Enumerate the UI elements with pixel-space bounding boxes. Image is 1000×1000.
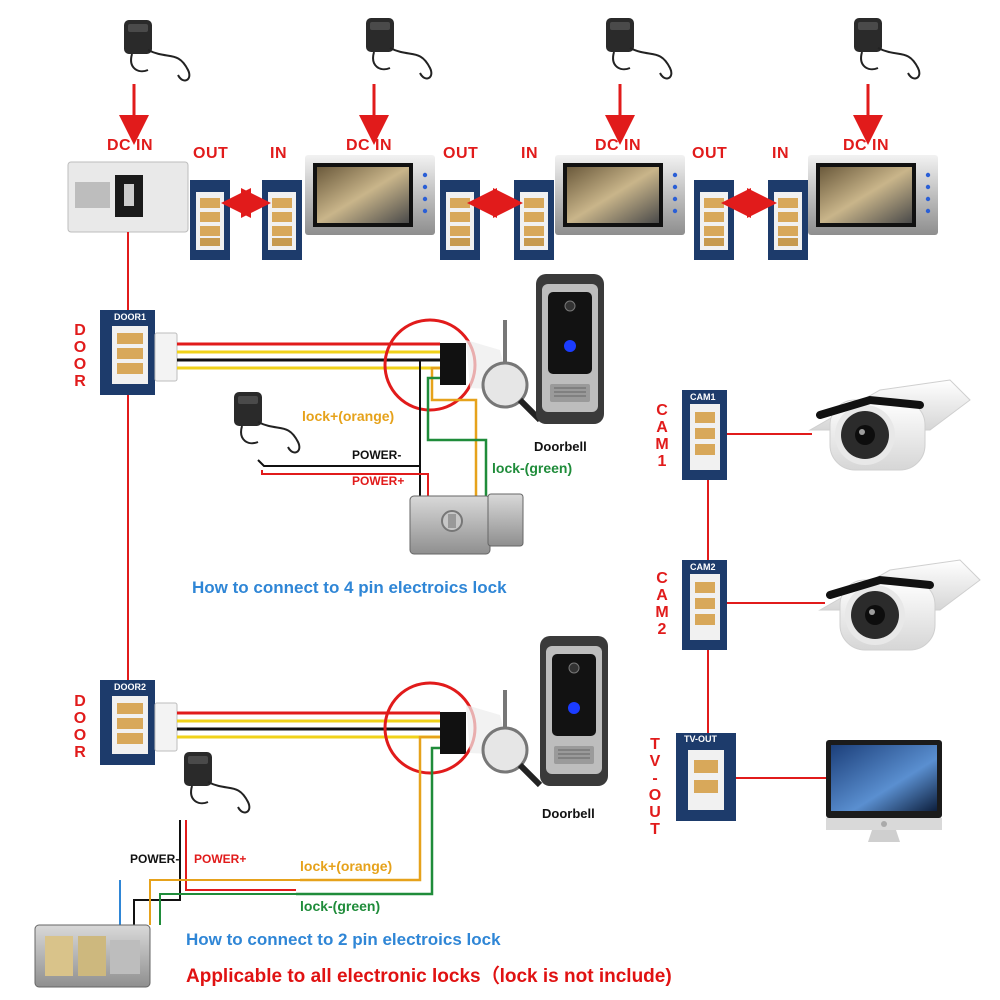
camera-1 (810, 380, 970, 470)
door2-port-label: DOOR2 (114, 682, 147, 692)
monitor-back (67, 161, 189, 233)
doorbell-1 (535, 273, 605, 425)
monitor-3 (555, 155, 685, 235)
out-label-2: OUT (443, 145, 479, 162)
in-label-4: IN (772, 145, 789, 162)
door1-power-minus-label: POWER- (352, 448, 402, 462)
power-adapter-4 (853, 17, 921, 80)
power-adapter-1 (123, 19, 191, 82)
tv-monitor (826, 740, 942, 842)
footer-note: Applicable to all electronic locks（lock … (186, 966, 672, 987)
door2-power-plus-label: POWER+ (194, 852, 247, 866)
monitor-2 (305, 155, 435, 235)
door1-caption: How to connect to 4 pin electroics lock (192, 578, 507, 597)
door2-power-minus-label: POWER- (130, 852, 180, 866)
dc-in-label-3: DC IN (595, 137, 642, 154)
door2-lock-minus-label: lock-(green) (300, 898, 381, 914)
door2-lock-plus-label: lock+(orange) (300, 858, 393, 874)
in-label-2: IN (270, 145, 287, 162)
door1-wire-bundle (177, 342, 466, 385)
door1-power-adapter (233, 391, 301, 454)
cam1-port-label: CAM1 (690, 392, 716, 402)
door1-lock-minus-label: lock-(green) (492, 460, 573, 476)
dc-in-label-1: DC IN (107, 137, 154, 154)
port-out-1 (190, 180, 230, 260)
door1-terminal (100, 310, 178, 395)
doorbell-2-label: Doorbell (542, 806, 595, 821)
dc-in-label-2: DC IN (346, 137, 393, 154)
dc-in-label-4: DC IN (843, 137, 890, 154)
door1-port-label: DOOR1 (114, 312, 147, 322)
out-label-3: OUT (692, 145, 728, 162)
door1-power-plus-label: POWER+ (352, 474, 405, 488)
door2-lock-wires (119, 735, 440, 925)
in-label-3: IN (521, 145, 538, 162)
cam2-terminal (682, 560, 727, 650)
tvout-terminal (676, 733, 736, 821)
door2-wire-bundle (177, 711, 466, 754)
door2-power-adapter (183, 751, 251, 814)
cam2-port-label: CAM2 (690, 562, 716, 572)
power-adapter-3 (605, 17, 673, 80)
camera-2 (820, 560, 980, 650)
doorbell-1-label: Doorbell (534, 439, 587, 454)
port-out-2 (440, 180, 480, 260)
port-in-4 (768, 180, 808, 260)
door1-lock-wires (257, 359, 488, 536)
4pin-lock (409, 493, 524, 555)
tvout-port-label: TV-OUT (684, 734, 717, 744)
power-adapter-2 (365, 17, 433, 80)
out-label-1: OUT (193, 145, 229, 162)
port-in-2 (262, 180, 302, 260)
doorbell-2 (539, 635, 609, 787)
door2-terminal (100, 680, 178, 765)
port-out-3 (694, 180, 734, 260)
2pin-lock (34, 924, 151, 988)
door2-magnifier (466, 690, 543, 788)
port-in-3 (514, 180, 554, 260)
cam1-terminal (682, 390, 727, 480)
door1-lock-plus-label: lock+(orange) (302, 408, 395, 424)
door2-caption: How to connect to 2 pin electroics lock (186, 930, 501, 949)
monitor-4 (808, 155, 938, 235)
